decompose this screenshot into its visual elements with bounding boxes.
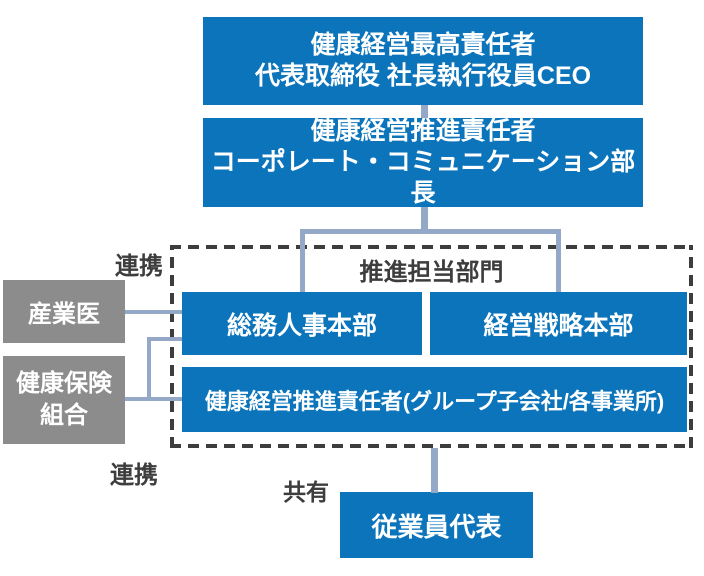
node-general-affairs-hr-label: 総務人事本部 — [226, 311, 377, 340]
connector-insurance-branch-horizontal — [147, 337, 182, 341]
node-health-insurance-union: 健康保険 組合 — [3, 356, 125, 444]
connector-physician-to-general-affairs — [125, 310, 182, 314]
edge-label-renkei-bottom: 連携 — [110, 462, 158, 489]
connector-bracket-left-drop — [300, 229, 305, 292]
connector-bracket-right-drop — [556, 229, 561, 292]
node-management-strategy: 経営戦略本部 — [430, 292, 687, 355]
node-promotion-leader-label: 健康経営推進責任者 コーポレート・コミュニケーション部長 — [210, 117, 636, 207]
node-group-promotion-leaders: 健康経営推進責任者(グループ子会社/各事業所) — [182, 367, 687, 432]
node-occupational-physician-label: 産業医 — [28, 301, 100, 328]
connector-insurance-branch-vertical — [147, 337, 151, 401]
connector-promoter-to-bracket — [421, 207, 428, 231]
node-promotion-leader: 健康経営推進責任者 コーポレート・コミュニケーション部長 — [203, 117, 643, 207]
promotion-departments-title: 推進担当部門 — [359, 259, 504, 286]
connector-group-to-employee — [431, 448, 438, 493]
node-health-insurance-union-label: 健康保険 組合 — [16, 370, 112, 429]
node-employee-representative: 従業員代表 — [340, 492, 533, 558]
edge-label-renkei-top: 連携 — [115, 253, 163, 280]
connector-bracket-horizontal — [300, 229, 561, 234]
connector-ceo-to-promoter — [421, 105, 428, 118]
connector-insurance-to-group-leaders — [125, 397, 182, 401]
node-management-strategy-label: 経営戦略本部 — [483, 311, 634, 340]
node-group-promotion-leaders-label: 健康経営推進責任者(グループ子会社/各事業所) — [204, 388, 665, 414]
node-employee-representative-label: 従業員代表 — [371, 511, 502, 542]
node-chief-health-officer-label: 健康経営最高責任者 代表取締役 社長執行役員CEO — [254, 31, 592, 90]
node-chief-health-officer: 健康経営最高責任者 代表取締役 社長執行役員CEO — [203, 17, 643, 105]
edge-label-kyoyu: 共有 — [283, 479, 329, 505]
node-general-affairs-hr: 総務人事本部 — [182, 292, 422, 355]
node-occupational-physician: 産業医 — [3, 280, 125, 343]
